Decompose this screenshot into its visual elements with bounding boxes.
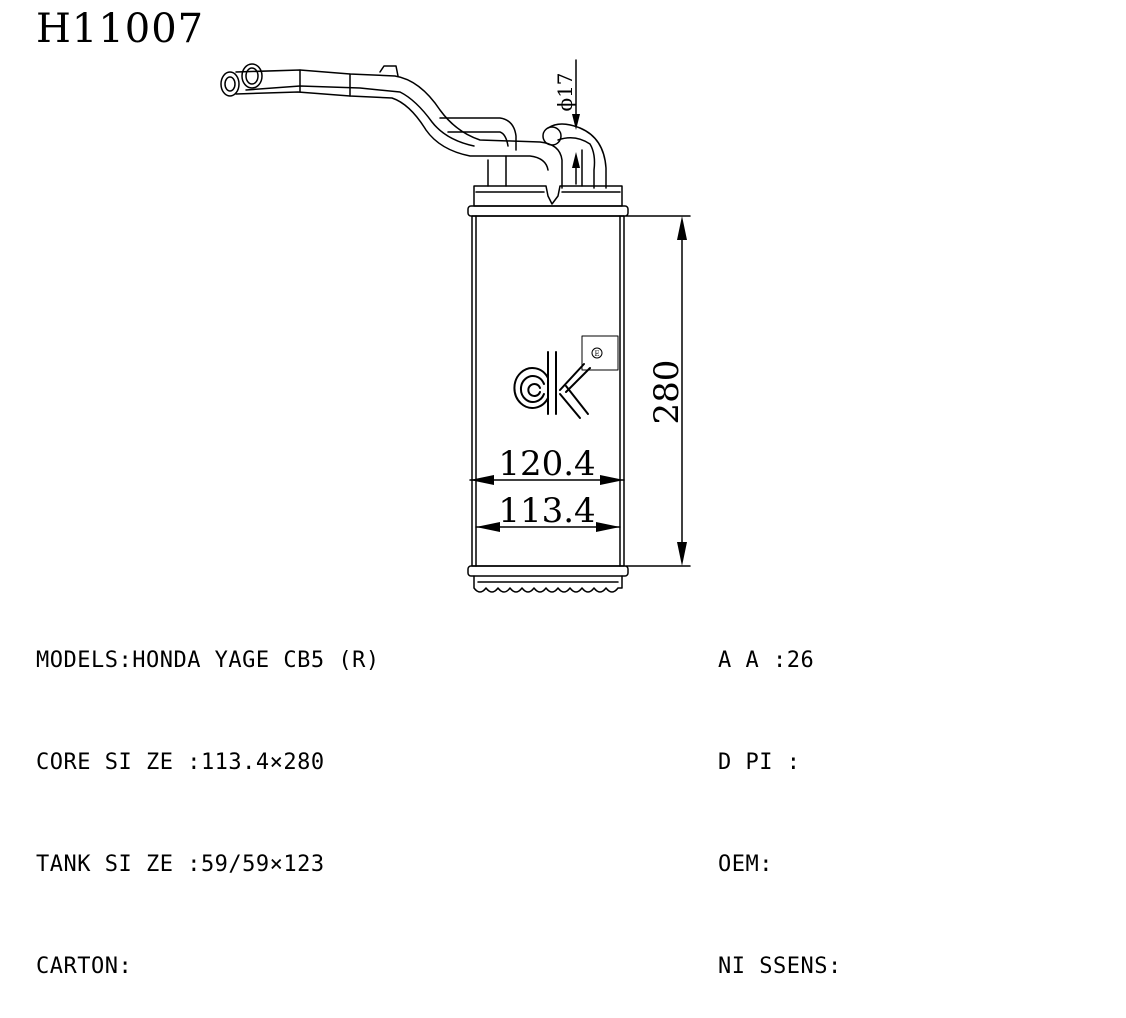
top-tank xyxy=(467,185,629,217)
heater-core-drawing: 280 120.4 113.4 ϕ17 E xyxy=(220,59,691,593)
height-dimension xyxy=(625,215,691,567)
spec-carton: CARTON: xyxy=(36,954,133,979)
spec-core-size: CORE SI ZE :113.4×280 xyxy=(36,750,325,775)
spec-tank-size: TANK SI ZE :59/59×123 xyxy=(36,852,325,877)
spec-aa: A A :26 xyxy=(718,648,815,673)
pipe-diameter-label: ϕ17 xyxy=(553,72,577,111)
spec-nissens: NI SSENS: xyxy=(718,954,842,979)
height-label: 280 xyxy=(647,360,687,425)
ck-logo xyxy=(513,335,619,419)
bottom-tank xyxy=(467,565,629,593)
product-code: H11007 xyxy=(36,6,205,52)
inlet-outlet-pipes xyxy=(220,63,607,189)
specs-right: A A :26 D PI : OEM: NI SSENS: xyxy=(718,576,842,1018)
spec-models: MODELS:HONDA YAGE CB5 (R) xyxy=(36,648,380,673)
core-width-label: 113.4 xyxy=(498,491,595,531)
logo-badge-letter: E xyxy=(594,350,599,358)
outer-width-label: 120.4 xyxy=(498,444,595,484)
spec-oem: OEM: xyxy=(718,852,773,877)
specs-left: MODELS:HONDA YAGE CB5 (R) CORE SI ZE :11… xyxy=(36,576,380,1018)
spec-dpi: D PI : xyxy=(718,750,801,775)
